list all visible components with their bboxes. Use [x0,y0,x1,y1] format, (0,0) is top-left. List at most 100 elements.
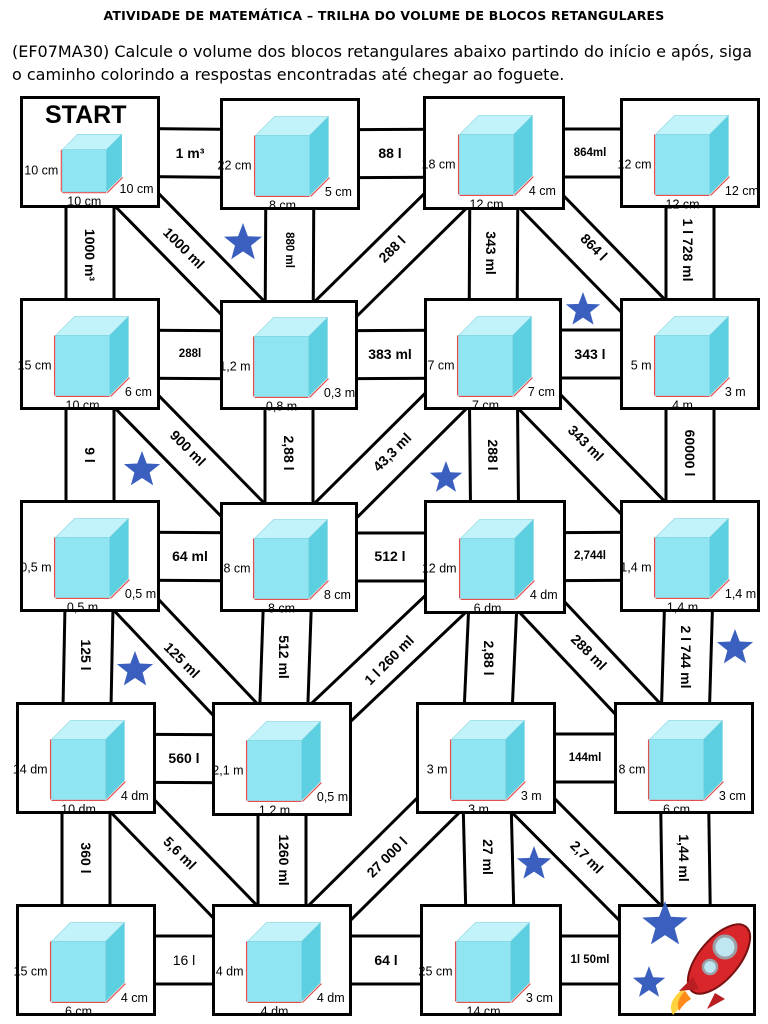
connector-label: 27 ml [480,839,496,875]
connector-label: 125 l [78,639,94,670]
connector-label: 880 ml [283,232,295,268]
cube-icon [245,720,322,803]
cube-icon [449,719,526,802]
connector-label: 512 ml [276,635,292,679]
dimension-label: 14 cm [467,1004,501,1018]
star-icon [632,966,666,997]
block-cell[interactable]: 1,2 m 0,8 m 0,3 m [219,300,358,413]
dimension-label: 4 dm [216,964,244,978]
dimension-label: 18 cm [422,157,456,171]
dimension-label: 0,3 m [324,386,355,400]
dimension-label: 6 dm [474,601,502,615]
dimension-label: 25 cm [419,964,453,978]
dimension-label: 15 cm [14,964,48,978]
cube-icon [653,114,730,197]
connector-label: 1000 m³ [82,229,98,281]
star-icon [565,292,601,325]
dimension-label: 4 dm [121,789,149,803]
dimension-label: 1,2 m [259,803,290,817]
cube-icon [53,315,130,398]
dimension-label: 4 m [672,398,693,412]
dimension-label: 3 m [468,802,489,816]
connector-label: 288l [179,348,201,360]
cube-icon [252,518,329,601]
dimension-label: 0,5 m [20,560,51,574]
page-title: ATIVIDADE DE MATEMÁTICA – TRILHA DO VOLU… [103,8,665,23]
dimension-label: 12 dm [422,561,457,575]
cube-icon [458,518,535,601]
dimension-label: 8 cm [223,561,250,575]
star-icon [116,651,154,686]
cube-icon [60,133,124,194]
dimension-label: 4 dm [530,588,558,602]
star-icon [642,901,688,945]
dimension-label: 1,4 m [667,600,698,614]
finish-cell[interactable] [618,901,756,1016]
dimension-label: 4 cm [529,184,556,198]
dimension-label: 1,4 m [620,560,651,574]
dimension-label: 6 cm [125,385,152,399]
cube-icon [253,115,330,198]
dimension-label: 1,4 m [725,587,756,601]
connector-label: 144ml [569,752,602,764]
dimension-label: 15 cm [18,358,52,372]
connector-label: 1l 50ml [571,954,610,966]
block-cell[interactable]: 25 cm 14 cm 3 cm [419,904,562,1018]
cube-icon [457,114,534,197]
cube-icon [49,921,126,1004]
connector-label: 16 l [173,952,196,968]
cube-icon [53,517,130,600]
dimension-label: 3 m [521,789,542,803]
connector-label: 288 l [485,439,501,470]
connector-label: 9 l [82,447,98,463]
star-icon [516,846,552,879]
cube-icon [456,315,533,398]
dimension-label: 4 dm [261,1004,289,1018]
dimension-label: 6 cm [663,802,690,816]
block-cell[interactable]: 4 dm 4 dm 4 dm [212,904,352,1018]
dimension-label: 1,2 m [219,359,250,373]
dimension-label: 4 dm [317,991,345,1005]
cube-icon [653,517,730,600]
block-cell[interactable]: 1,4 m 1,4 m 1,4 m [620,500,760,614]
dimension-label: 12 cm [666,197,700,211]
connector-label: 864ml [574,147,607,159]
star-icon [716,629,754,664]
dimension-label: 3 cm [719,789,746,803]
connector-label: 1 l 728 ml [680,218,696,281]
dimension-label: 8 cm [324,588,351,602]
dimension-label: 3 cm [526,991,553,1005]
block-cell[interactable]: 12 dm 6 dm 4 dm [422,500,566,615]
dimension-label: 0,5 m [125,587,156,601]
dimension-label: 0,8 m [266,399,297,413]
instructions-text: (EF07MA30) Calcule o volume dos blocos r… [12,42,753,84]
connector-label: 1260 ml [276,834,292,885]
dimension-label: 10 cm [24,164,58,178]
connector-label: 343 l [574,346,605,362]
connector-label: 64 ml [172,548,208,564]
dimension-label: 7 cm [427,358,454,372]
star-icon [429,461,463,492]
dimension-label: 10 cm [120,182,154,196]
dimension-label: 4 cm [121,991,148,1005]
rocket-icon [632,901,752,1015]
connector-label: 343 ml [483,231,499,275]
dimension-label: 14 dm [13,762,48,776]
connector-label: 60000 l [682,430,698,477]
dimension-label: 8 cm [269,198,296,212]
dimension-label: 7 cm [528,385,555,399]
